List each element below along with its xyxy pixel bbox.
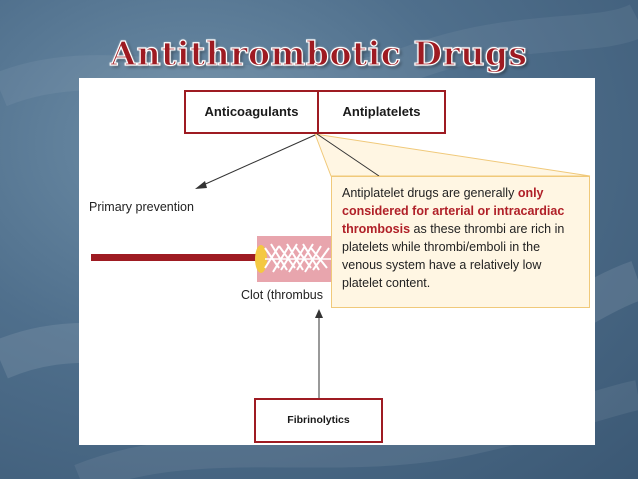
slide-title: Antithrombotic Drugs — [110, 33, 528, 73]
drug-class-box: Anticoagulants Antiplatelets — [184, 90, 446, 134]
callout-text-start: Antiplatelet drugs are generally — [342, 186, 518, 200]
arrow-to-clot — [316, 133, 380, 177]
diagram-graphics — [91, 133, 591, 398]
blood-vessel-line — [91, 254, 261, 261]
clot-illustration — [255, 236, 333, 282]
arrow-to-primary-prevention — [200, 134, 316, 187]
callout-text-end: as these thrombi are rich in platelets w… — [342, 222, 565, 290]
arrowhead-fibrinolytics — [315, 309, 323, 318]
antiplatelet-callout: Antiplatelet drugs are generally only co… — [331, 176, 590, 308]
anticoagulants-label: Anticoagulants — [186, 92, 319, 132]
fibrinolytics-box: Fibrinolytics — [254, 398, 383, 443]
antiplatelets-label: Antiplatelets — [342, 104, 421, 119]
primary-prevention-label: Primary prevention — [89, 200, 194, 214]
diagram-panel: Anticoagulants Antiplatelets Primary pre… — [79, 78, 595, 445]
clot-label: Clot (thrombus — [241, 288, 323, 302]
callout-highlight: only considered for arterial or intracar… — [342, 186, 565, 236]
callout-pointer — [314, 133, 591, 177]
arrowhead-primary-prevention — [195, 181, 207, 189]
